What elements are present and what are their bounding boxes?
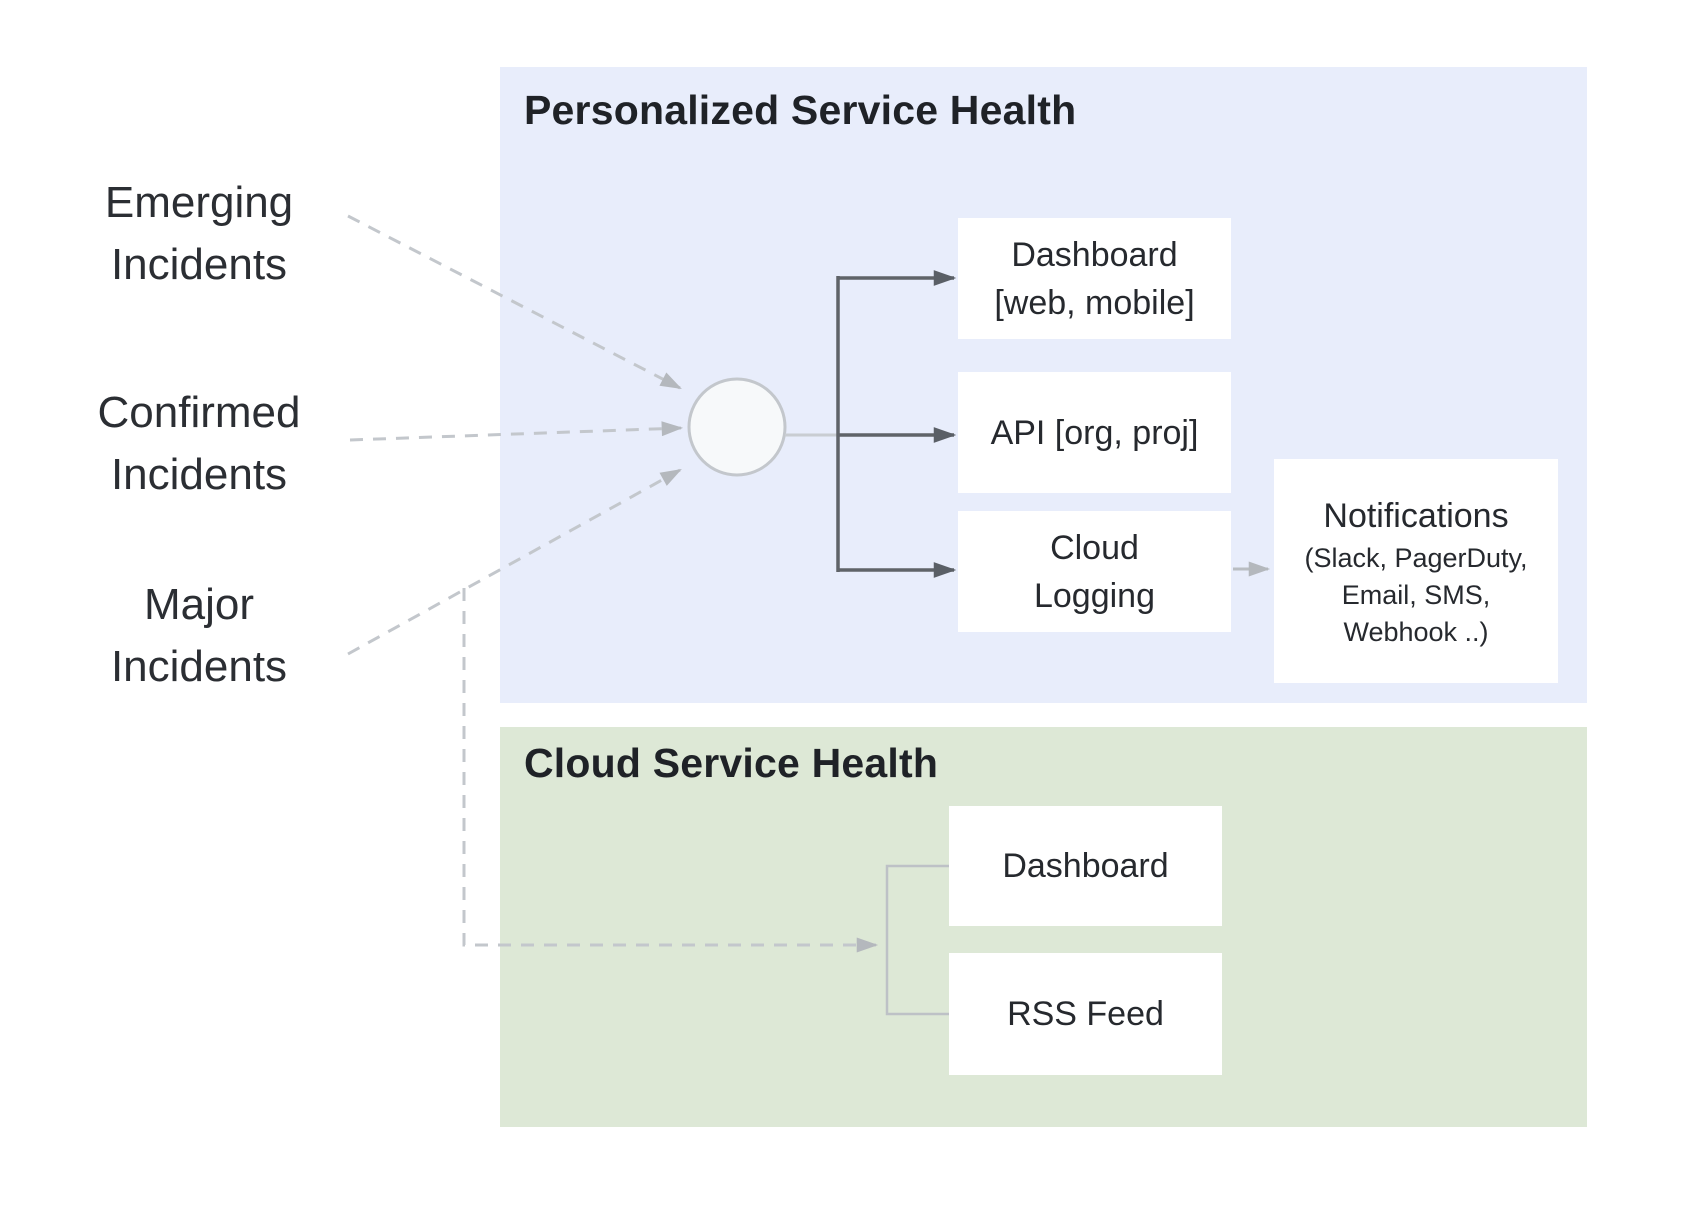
psh-api-box: API [org, proj] xyxy=(958,372,1231,493)
box-label-line: Cloud xyxy=(1050,528,1139,567)
label-line: Incidents xyxy=(110,450,288,499)
csh-rss-feed-box: RSS Feed xyxy=(949,953,1222,1075)
box-label-line: Dashboard xyxy=(1011,235,1178,274)
label-line: Confirmed xyxy=(97,388,301,437)
box-label-line: API [org, proj] xyxy=(990,413,1199,452)
box-label-line: Dashboard xyxy=(1002,847,1169,885)
notifications-title: Notifications xyxy=(1323,496,1509,535)
notifications-detail-line: Email, SMS, xyxy=(1341,579,1491,610)
box-label-line: RSS Feed xyxy=(1007,995,1164,1033)
psh-dashboard-box: Dashboard [web, mobile] xyxy=(958,218,1231,339)
box-label-line: Logging xyxy=(1033,576,1155,615)
label-line: Incidents xyxy=(110,642,288,691)
label-confirmed-incidents: Confirmed Incidents xyxy=(59,382,339,506)
label-line: Incidents xyxy=(110,240,288,289)
notifications-detail-line: Webhook ..) xyxy=(1343,616,1489,647)
label-line: Emerging xyxy=(104,178,294,227)
box-label-line: [web, mobile] xyxy=(994,283,1195,322)
label-line: Major xyxy=(143,580,255,629)
psh-notifications-box: Notifications (Slack, PagerDuty, Email, … xyxy=(1274,459,1558,683)
notifications-detail-line: (Slack, PagerDuty, xyxy=(1304,542,1528,573)
cloud-panel-title: Cloud Service Health xyxy=(524,740,939,786)
label-emerging-incidents: Emerging Incidents xyxy=(59,172,339,296)
personalized-panel-title: Personalized Service Health xyxy=(524,87,1077,133)
psh-cloud-logging-box: Cloud Logging xyxy=(958,511,1231,632)
csh-dashboard-box: Dashboard xyxy=(949,806,1222,926)
label-major-incidents: Major Incidents xyxy=(59,574,339,698)
